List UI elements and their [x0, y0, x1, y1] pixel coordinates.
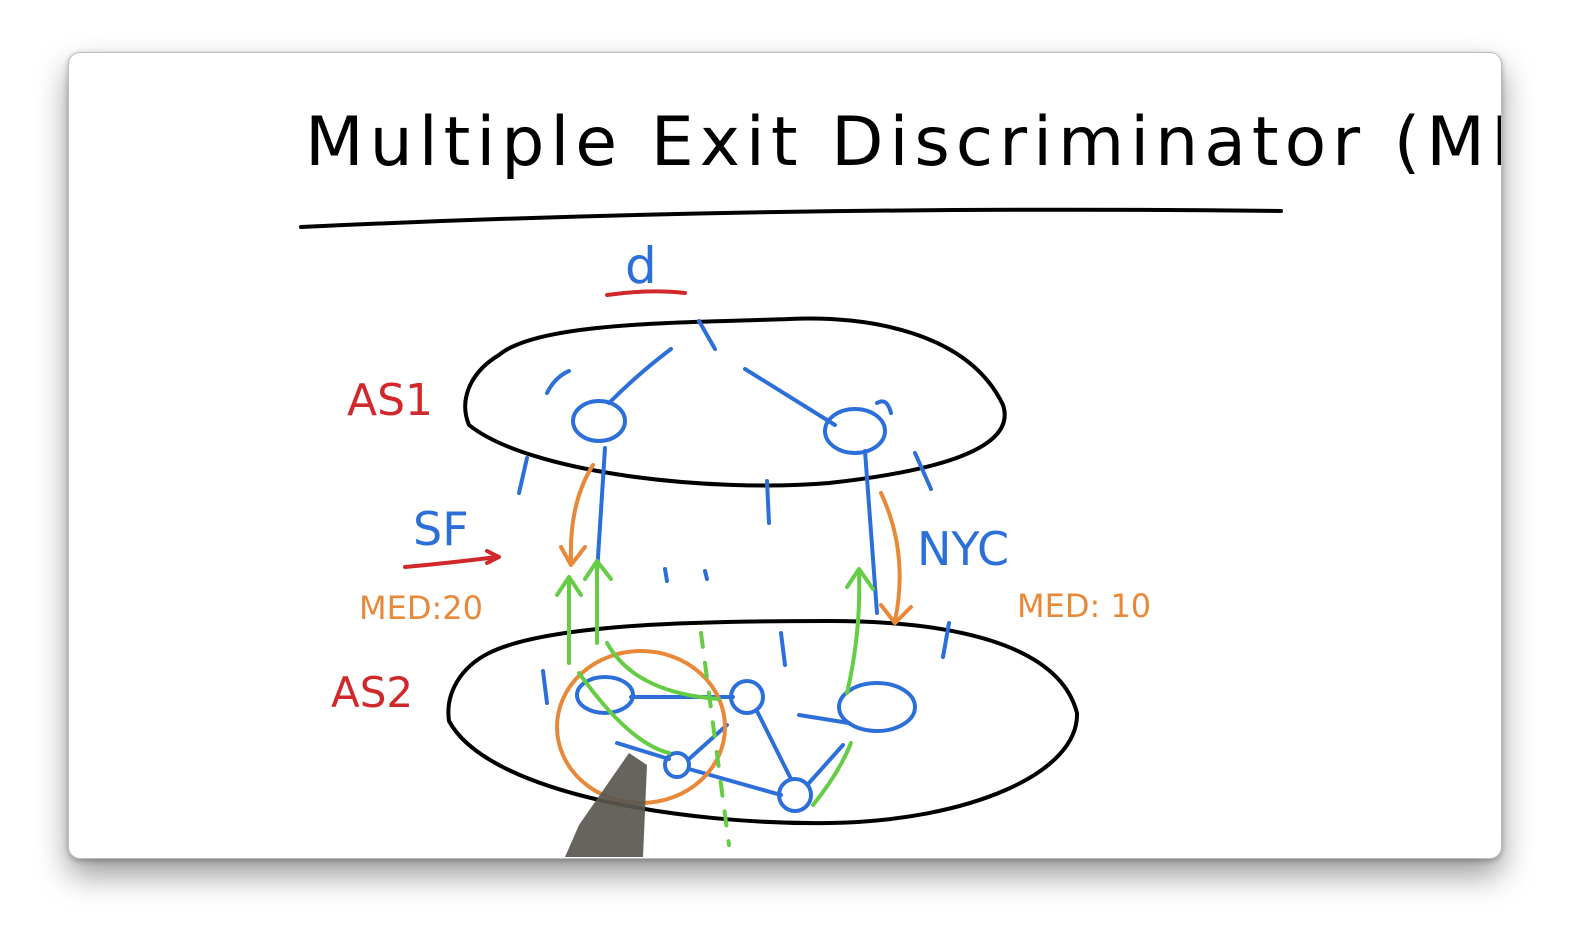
green-path-lower-right — [811, 741, 853, 807]
as2-router-middle — [729, 679, 765, 715]
sf-label: SF — [413, 502, 469, 556]
as2-boundary — [446, 619, 1080, 826]
as2-tick-1 — [663, 567, 669, 583]
traffic-paths — [555, 559, 875, 847]
as1-link-left-to-d — [607, 347, 673, 405]
as2-link-middle-nyc — [797, 713, 851, 725]
green-arrow-left-1-head — [555, 575, 583, 597]
as1-boundary — [463, 316, 1007, 488]
sf-med-arrow — [568, 463, 595, 563]
as1-link-d — [697, 319, 717, 351]
as2-link-lower-middle — [687, 723, 729, 761]
sf-med-label: MED:20 — [359, 589, 483, 627]
green-arrow-right-head — [845, 567, 875, 591]
sf-link — [595, 446, 607, 575]
destination-label: d — [625, 237, 657, 295]
med-diagram: Multiple Exit Discriminator (MED) d AS1 … — [299, 103, 1501, 857]
green-path-sf — [605, 641, 721, 701]
destination-underline — [605, 289, 687, 297]
nyc-med-arrowhead — [879, 603, 913, 625]
nyc-med-label: MED: 10 — [1017, 587, 1151, 625]
as1-link-right-to-d — [743, 367, 837, 427]
as1-router-right — [823, 407, 887, 455]
green-arrow-right — [845, 571, 862, 695]
title: Multiple Exit Discriminator (MED) — [305, 103, 1501, 182]
as1-edge-tick-right — [913, 451, 933, 491]
pen-icon — [565, 753, 647, 857]
as2-edge-tick-mid — [779, 631, 787, 667]
as2-link-middle-lower-right — [755, 709, 793, 781]
as1-sketch-arc-left — [545, 369, 571, 395]
whiteboard-frame: Multiple Exit Discriminator (MED) d AS1 … — [68, 52, 1502, 859]
as1-edge-tick-left — [517, 456, 529, 495]
as2-router-nyc — [837, 681, 917, 733]
as2-link-bottom — [687, 767, 783, 797]
as2-edge-tick-left — [541, 669, 549, 705]
as2-edge-tick-right — [941, 621, 951, 659]
green-path-lower — [577, 671, 671, 755]
as1-topology — [517, 319, 933, 615]
as2-label: AS2 — [331, 668, 413, 717]
nyc-label: NYC — [917, 522, 1009, 576]
as2-link-lower-left — [615, 741, 671, 761]
as1-sketch-arc-right — [875, 399, 893, 415]
green-dashed-center — [699, 631, 731, 847]
as2-tick-2 — [703, 569, 709, 581]
nyc-link — [863, 449, 879, 615]
as2-router-lower-right — [777, 777, 813, 813]
as1-router-left — [571, 399, 627, 443]
sf-med-arrowhead — [559, 545, 587, 567]
as1-label: AS1 — [347, 375, 433, 426]
green-arrow-left-2-head — [583, 559, 613, 581]
as2-router-lower-left — [663, 751, 691, 779]
sf-underline-arrowhead — [485, 549, 501, 565]
title-underline — [299, 207, 1283, 229]
as2-topology — [541, 567, 951, 813]
as2-link-lower-right-nyc — [807, 743, 845, 785]
sf-underline — [403, 555, 499, 569]
nyc-med-arrow — [879, 491, 902, 623]
as1-edge-tick-mid — [765, 479, 771, 525]
